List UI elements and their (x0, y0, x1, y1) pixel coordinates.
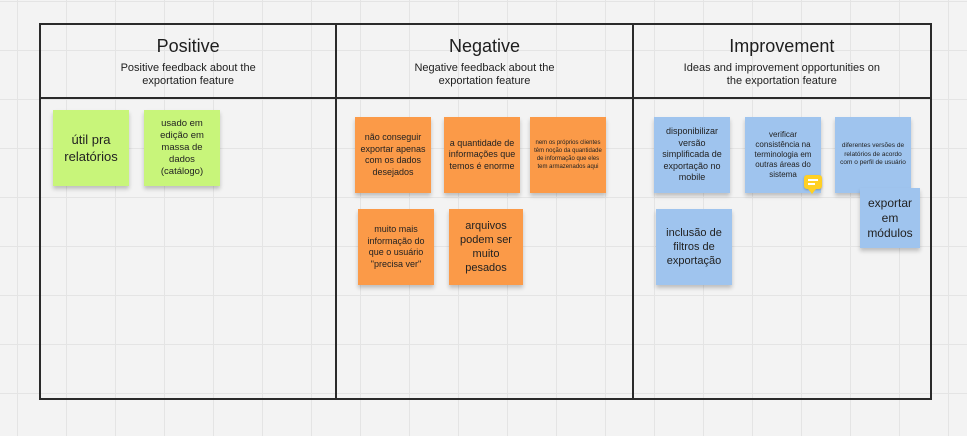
column-subtitle: Ideas and improvement opportunities on t… (683, 62, 880, 87)
column-title: Positive (156, 36, 220, 56)
sticky-note[interactable]: muito mais informação do que o usuário "… (358, 209, 434, 285)
comment-line (808, 179, 818, 181)
sticky-note[interactable]: nem os próprios clientes têm noção da qu… (530, 117, 606, 193)
column-subtitle: Positive feedback about the exportation … (120, 62, 256, 87)
sticky-note[interactable]: inclusão de filtros de exportação (656, 209, 732, 285)
sticky-note[interactable]: a quantidade de informações que temos é … (444, 117, 520, 193)
comment-icon[interactable] (804, 175, 822, 194)
column-title: Negative (448, 36, 521, 56)
column-title: Improvement (729, 36, 835, 56)
sticky-note[interactable]: arquivos podem ser muito pesados (449, 209, 523, 285)
column-header-negative: Negative Negative feedback about the exp… (337, 25, 634, 99)
column-header-improvement: Improvement Ideas and improvement opport… (633, 25, 930, 99)
sticky-note[interactable]: exportar em módulos (860, 188, 920, 248)
sticky-note[interactable]: diferentes versões de relatórios de acor… (835, 117, 911, 193)
sticky-note[interactable]: não conseguir exportar apenas com os dad… (355, 117, 431, 193)
feedback-board: Positive Positive feedback about the exp… (39, 23, 932, 400)
sticky-note[interactable]: disponibilizar versão simplificada de ex… (654, 117, 730, 193)
sticky-note[interactable]: útil pra relatórios (53, 110, 129, 186)
column-subtitle: Negative feedback about the exportation … (414, 62, 555, 87)
comment-line (808, 183, 815, 185)
column-positive (41, 99, 338, 398)
column-negative (337, 99, 634, 398)
column-header-positive: Positive Positive feedback about the exp… (41, 25, 338, 99)
sticky-note[interactable]: usado em edição em massa de dados (catál… (144, 110, 220, 186)
